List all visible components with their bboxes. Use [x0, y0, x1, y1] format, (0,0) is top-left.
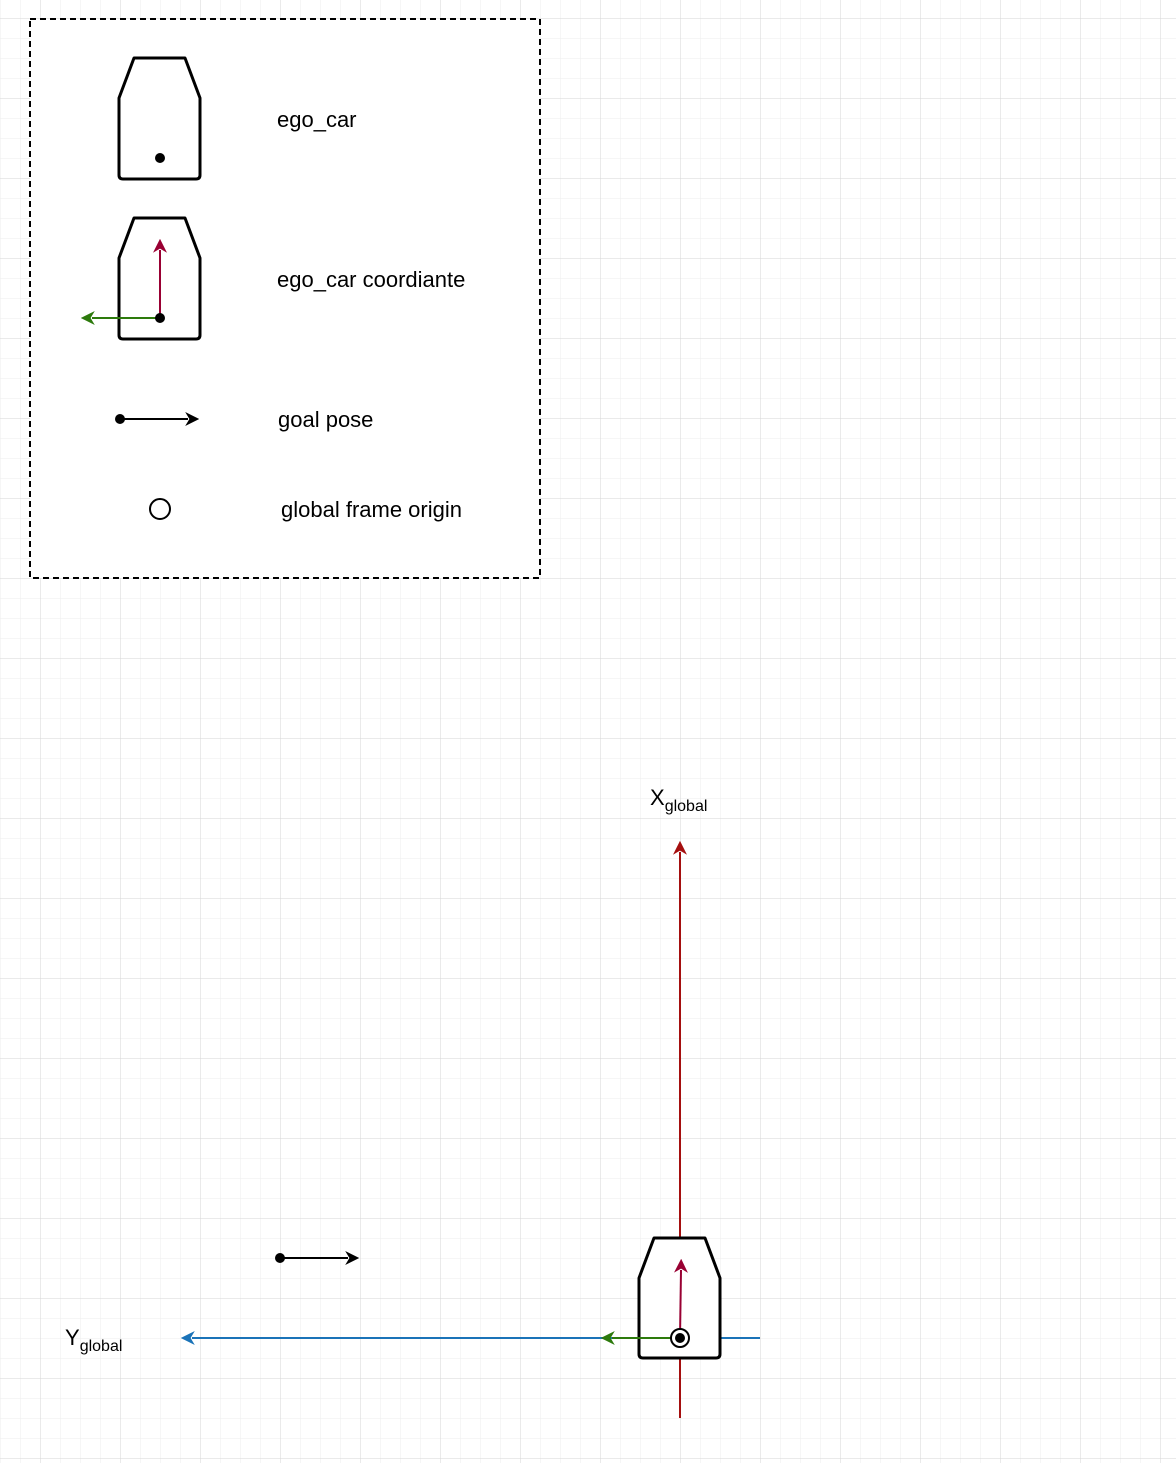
ego-x-axis-arrow	[673, 1258, 688, 1339]
goal-pose	[275, 1251, 360, 1265]
legend-label-ego-car-coordinate: ego_car coordiante	[277, 267, 465, 292]
legend-ego-car-icon	[117, 56, 202, 181]
legend-global-origin-icon	[149, 498, 171, 520]
legend-goal-pose-icon	[115, 412, 200, 426]
legend-label-global-frame-origin: global frame origin	[281, 497, 462, 522]
x-global-label: Xglobal	[650, 785, 707, 815]
y-global-label: Yglobal	[65, 1325, 122, 1355]
ego-car-reference-point	[675, 1333, 685, 1343]
legend-ego-car-coordinate-icon	[80, 216, 202, 341]
ego-car	[600, 1236, 722, 1360]
ego-car-reference-point	[155, 153, 165, 163]
legend-label-goal-pose: goal pose	[278, 407, 373, 432]
legend-box	[29, 18, 541, 579]
legend-label-ego-car: ego_car	[277, 107, 357, 132]
legend: ego_car ego_car coordiante goal pose glo…	[29, 18, 541, 579]
ego-car-reference-point	[155, 313, 165, 323]
